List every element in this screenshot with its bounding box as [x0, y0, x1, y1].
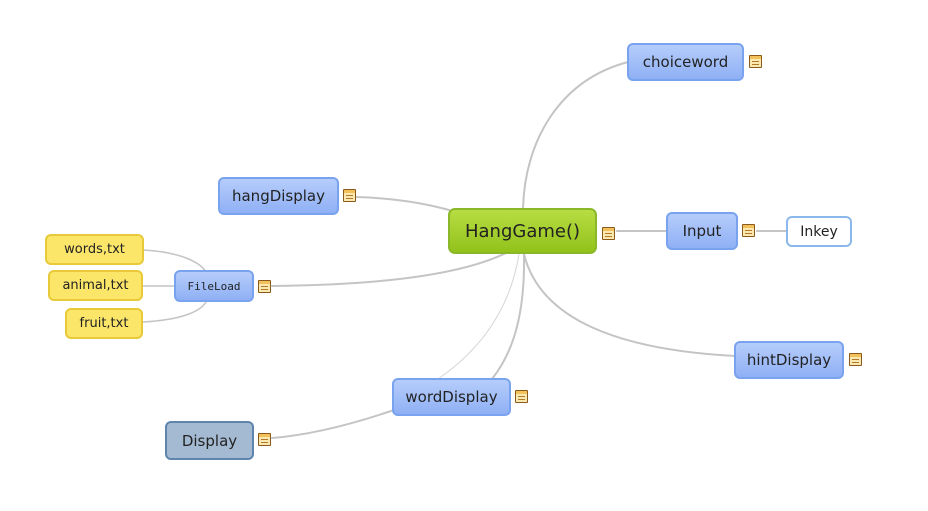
- root-node-hanggame[interactable]: HangGame(): [448, 208, 597, 254]
- link-root-choiceword: [522, 61, 629, 209]
- link-root-worddisplay: [491, 253, 526, 380]
- link-root-hangdisplay: [355, 196, 450, 211]
- node-choiceword[interactable]: choiceword: [627, 43, 744, 81]
- link-root-worddisplay-thin: [437, 253, 520, 380]
- note-icon[interactable]: [749, 55, 762, 68]
- node-fileload[interactable]: FileLoad: [174, 270, 254, 302]
- node-hintdisplay[interactable]: hintDisplay: [734, 341, 844, 379]
- node-animal-txt[interactable]: animal,txt: [48, 270, 143, 301]
- note-icon[interactable]: [258, 280, 271, 293]
- note-icon[interactable]: [742, 224, 755, 237]
- link-root-hintdisplay: [523, 253, 736, 357]
- note-icon[interactable]: [515, 390, 528, 403]
- node-worddisplay[interactable]: wordDisplay: [392, 378, 511, 416]
- note-icon[interactable]: [343, 189, 356, 202]
- node-hangdisplay[interactable]: hangDisplay: [218, 177, 339, 215]
- node-inkey[interactable]: Inkey: [786, 216, 852, 247]
- link-worddisplay-display: [271, 409, 395, 439]
- link-root-fileload: [271, 252, 507, 287]
- node-words-txt[interactable]: words,txt: [45, 234, 144, 265]
- note-icon[interactable]: [849, 353, 862, 366]
- note-icon[interactable]: [602, 227, 615, 240]
- note-icon[interactable]: [258, 433, 271, 446]
- link-fileload-words: [142, 249, 207, 273]
- node-input[interactable]: Input: [666, 212, 738, 250]
- node-fruit-txt[interactable]: fruit,txt: [65, 308, 143, 339]
- node-display[interactable]: Display: [165, 421, 254, 460]
- link-fileload-fruit: [142, 301, 207, 323]
